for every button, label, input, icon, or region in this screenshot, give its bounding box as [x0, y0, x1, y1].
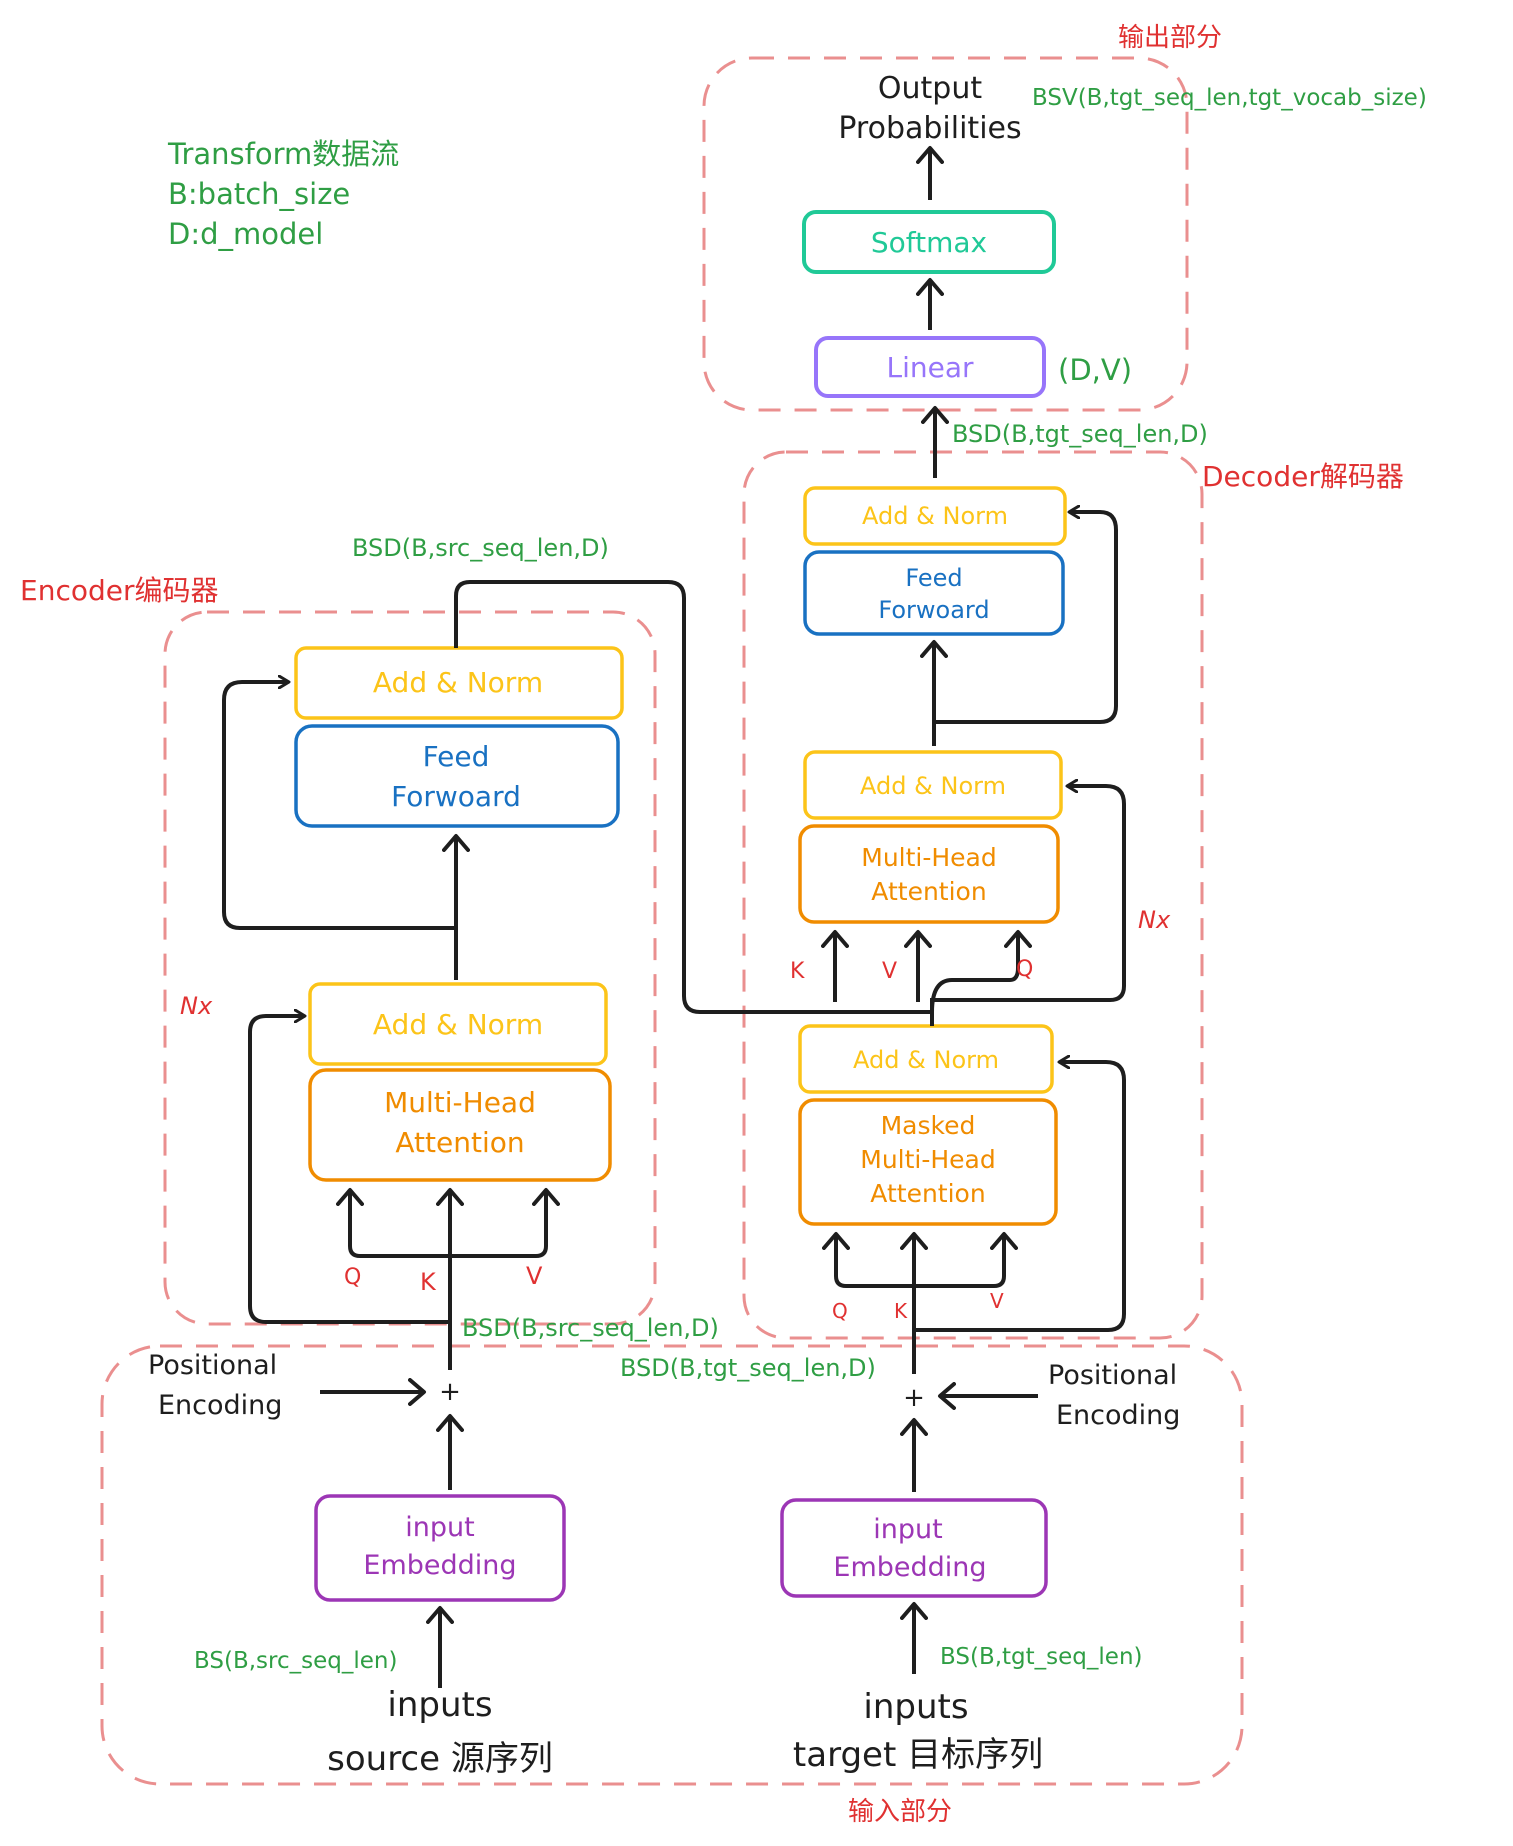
source-inputs-label: inputs: [387, 1685, 492, 1725]
decoder-feed-forward-box[interactable]: [803, 550, 1065, 636]
encoder-v-arrow: [450, 1188, 560, 1258]
decoder-nx-label: Nx: [1138, 906, 1171, 934]
plus-left: +: [439, 1377, 461, 1407]
source-sequence-label: source 源序列: [327, 1739, 553, 1779]
decoder-cross-attention-line1: Multi-Head: [861, 843, 997, 872]
decoder-masked-residual: [914, 1062, 1126, 1332]
header-note-title: Transform数据流: [167, 137, 399, 171]
decoder-masked-line3: Attention: [870, 1179, 985, 1208]
decoder-cross-q-arrow: [930, 930, 1032, 1013]
encoder-add-norm-bottom-label: Add & Norm: [373, 1008, 543, 1041]
embedding-left-line1: input: [405, 1512, 474, 1543]
decoder-add-norm-top[interactable]: [803, 486, 1067, 546]
decoder-region-label: Decoder解码器: [1202, 460, 1404, 493]
linear-shape-label: (D,V): [1058, 353, 1132, 387]
encoder-feed-forward-line2: Forwoard: [391, 780, 521, 813]
target-sequence-label: target 目标序列: [793, 1735, 1043, 1775]
encoder-q-label: Q: [344, 1265, 361, 1290]
decoder-feed-forward-line1: Feed: [905, 564, 962, 592]
target-inputs-label: inputs: [863, 1687, 968, 1727]
pos-enc-left-line1: Positional: [148, 1350, 277, 1381]
encoder-add-norm-top[interactable]: [294, 646, 624, 720]
encoder-feed-forward-line1: Feed: [423, 740, 490, 773]
decoder-add-norm-bottom[interactable]: [798, 1024, 1054, 1094]
header-note-dmodel: D:d_model: [168, 217, 323, 251]
decoder-ffn-residual: [934, 512, 1118, 724]
linear-box[interactable]: [814, 336, 1046, 398]
decoder-cross-v-label: V: [882, 959, 897, 984]
embedding-right-box[interactable]: [780, 1498, 1048, 1598]
decoder-add-norm-top-label: Add & Norm: [862, 502, 1008, 530]
encoder-add-norm-bottom[interactable]: [308, 982, 608, 1066]
encoder-attention-box[interactable]: [308, 1068, 612, 1182]
decoder-cross-attention-box[interactable]: [798, 824, 1060, 924]
encoder-q-arrow: [336, 1188, 450, 1258]
encoder-attention-line2: Attention: [395, 1126, 524, 1159]
encoder-out-shape-label: BSD(B,src_seq_len,D): [352, 534, 609, 562]
pos-enc-right-line1: Positional: [1048, 1360, 1177, 1391]
decoder-region: [742, 450, 1204, 1340]
decoder-feed-forward-line2: Forwoard: [878, 596, 989, 624]
encoder-in-shape-label: BSD(B,src_seq_len,D): [462, 1314, 719, 1342]
decoder-masked-attention-box[interactable]: [798, 1098, 1058, 1226]
src-shape-label: BS(B,src_seq_len): [194, 1648, 397, 1674]
decoder-cross-attention-line2: Attention: [871, 877, 986, 906]
encoder-ffn-residual: [222, 682, 456, 930]
output-probabilities-line2: Probabilities: [838, 111, 1021, 146]
header-note-batch: B:batch_size: [168, 177, 350, 211]
decoder-in-shape-label: BSD(B,tgt_seq_len,D): [620, 1354, 876, 1382]
encoder-attention-line1: Multi-Head: [384, 1086, 536, 1119]
encoder-nx-label: Nx: [180, 992, 213, 1020]
encoder-attention-residual: [248, 1016, 450, 1324]
decoder-masked-line2: Multi-Head: [860, 1145, 996, 1174]
encoder-feed-forward-box[interactable]: [294, 724, 620, 828]
decoder-masked-line1: Masked: [881, 1111, 976, 1140]
tgt-shape-label: BS(B,tgt_seq_len): [940, 1644, 1143, 1670]
encoder-output-route: [454, 580, 932, 1014]
linear-label: Linear: [886, 351, 974, 384]
decoder-add-norm-mid-label: Add & Norm: [860, 772, 1006, 800]
embedding-left-box[interactable]: [314, 1494, 566, 1602]
decoder-add-norm-bottom-label: Add & Norm: [853, 1046, 999, 1074]
decoder-out-shape-label: BSD(B,tgt_seq_len,D): [952, 420, 1208, 448]
embedding-left-line2: Embedding: [363, 1550, 516, 1581]
bsv-shape-label: BSV(B,tgt_seq_len,tgt_vocab_size): [1032, 85, 1427, 111]
decoder-cross-k-label: K: [790, 959, 805, 984]
encoder-v-label: V: [526, 1262, 543, 1290]
encoder-add-norm-top-label: Add & Norm: [373, 666, 543, 699]
output-probabilities-line1: Output: [878, 71, 982, 106]
decoder-self-q-arrow: [822, 1232, 914, 1288]
decoder-self-q-label: Q: [832, 1299, 848, 1323]
decoder-self-k-label: K: [894, 1299, 908, 1323]
embedding-right-line1: input: [873, 1514, 942, 1545]
encoder-region-label: Encoder编码器: [20, 574, 218, 607]
output-region-label: 输出部分: [1118, 23, 1222, 53]
decoder-cross-residual: [930, 786, 1126, 1012]
encoder-k-label: K: [420, 1268, 437, 1296]
embedding-right-line2: Embedding: [833, 1552, 986, 1583]
plus-right: +: [903, 1383, 925, 1413]
softmax-label: Softmax: [871, 226, 987, 259]
input-region-label: 输入部分: [848, 1797, 952, 1827]
softmax-box[interactable]: [802, 210, 1056, 274]
pos-enc-left-line2: Encoding: [158, 1390, 282, 1421]
decoder-add-norm-mid[interactable]: [803, 750, 1063, 820]
decoder-self-v-arrow: [914, 1232, 1018, 1288]
pos-enc-right-line2: Encoding: [1056, 1400, 1180, 1431]
decoder-self-v-label: V: [990, 1289, 1004, 1313]
input-region: [100, 1344, 1244, 1786]
decoder-cross-q-label: Q: [1016, 957, 1033, 982]
